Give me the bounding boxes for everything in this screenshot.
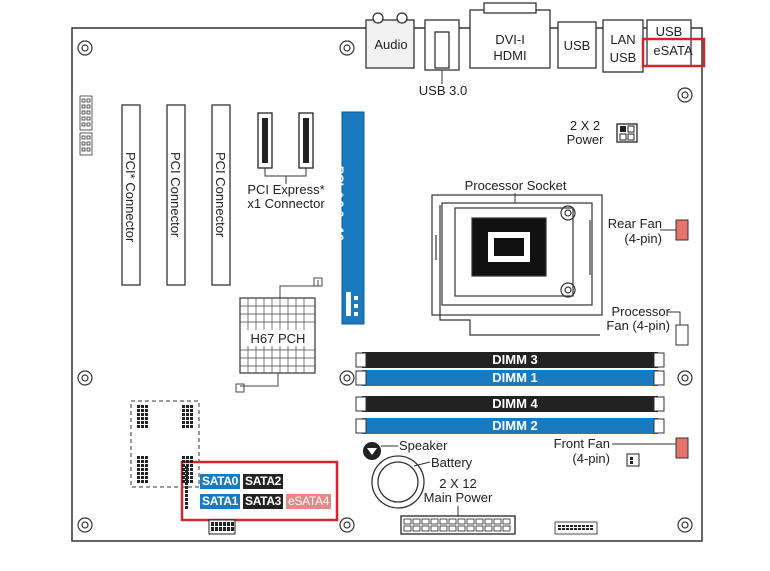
battery-label: Battery xyxy=(431,455,473,470)
pci3-label: PCI Connector xyxy=(213,152,228,238)
sata2-label: SATA2 xyxy=(243,474,284,489)
sata0-label: SATA0 xyxy=(200,474,241,489)
usb-top-label: USB xyxy=(655,24,683,39)
hdmi-label: HDMI xyxy=(493,48,527,63)
pcie-x1-label-1: PCI Express* xyxy=(247,182,325,197)
rear-fan-connector xyxy=(675,219,689,241)
dimm-slots xyxy=(355,352,665,434)
usb-label: USB xyxy=(563,38,591,53)
power-2x2-label-1: 2 X 2 xyxy=(569,118,601,133)
dimm4-label: DIMM 4 xyxy=(492,396,538,411)
dimm3-label: DIMM 3 xyxy=(492,352,538,367)
dimm2-label: DIMM 2 xyxy=(492,418,538,433)
speaker-icon xyxy=(363,442,381,460)
pci2-label: PCI Connector xyxy=(168,152,183,238)
power-2x2-label-2: Power xyxy=(566,132,604,147)
usb30-label: USB 3.0 xyxy=(418,83,468,98)
header-pins-c xyxy=(137,456,148,483)
bottom-right-pins xyxy=(558,525,593,530)
rear-fan-label-2: (4-pin) xyxy=(624,231,662,246)
pci-slots xyxy=(121,104,231,286)
rear-fan-label-1: Rear Fan xyxy=(607,216,662,231)
processor-fan-connector xyxy=(675,324,689,346)
pcie-x16-label: PCIe* 2.0 x16 xyxy=(332,166,346,241)
pcie-x16-slot xyxy=(341,111,365,325)
pci1-label: PCI* Connector xyxy=(123,152,138,243)
sata-pins xyxy=(185,466,188,509)
front-fan-connector xyxy=(675,437,689,459)
rear-io xyxy=(365,2,692,73)
power-2x2-connector xyxy=(616,123,638,143)
lan-label: LAN xyxy=(610,32,636,47)
front-fan-label-2: (4-pin) xyxy=(572,451,610,466)
esata4-label: eSATA4 xyxy=(286,494,332,509)
sata3-label: SATA3 xyxy=(243,494,284,509)
lan-usb-label: USB xyxy=(609,50,637,65)
main-power-pins xyxy=(403,518,511,532)
processor-socket-label: Processor Socket xyxy=(464,178,567,193)
esata-highlight xyxy=(641,37,706,68)
esata-top-label: eSATA xyxy=(653,43,693,58)
pcie-x1-label-2: x1 Connector xyxy=(247,196,325,211)
bottom-left-pins xyxy=(211,522,234,531)
header-pins-d xyxy=(182,456,193,483)
main-power-label-1: 2 X 12 xyxy=(439,476,477,491)
header-pins-a xyxy=(137,405,148,428)
pch-label: H67 PCH xyxy=(248,332,308,346)
dimm1-label: DIMM 1 xyxy=(492,370,538,385)
sata-highlight xyxy=(180,460,339,522)
pcie-x1-slots xyxy=(257,112,314,184)
main-power-label-2: Main Power xyxy=(423,490,493,505)
dvi-label: DVI-I xyxy=(495,32,525,47)
sata1-label: SATA1 xyxy=(200,494,241,509)
battery-icon xyxy=(371,455,425,509)
audio-label: Audio xyxy=(374,37,408,52)
mounting-holes xyxy=(77,40,693,533)
front-panel-pins xyxy=(79,95,93,156)
processor-fan-label-1: Processor xyxy=(611,304,670,319)
processor-socket xyxy=(431,194,603,336)
processor-fan-label-2: Fan (4-pin) xyxy=(606,318,670,333)
front-fan-label-1: Front Fan xyxy=(553,436,610,451)
speaker-label: Speaker xyxy=(399,438,448,453)
header-pins-b xyxy=(182,405,193,428)
